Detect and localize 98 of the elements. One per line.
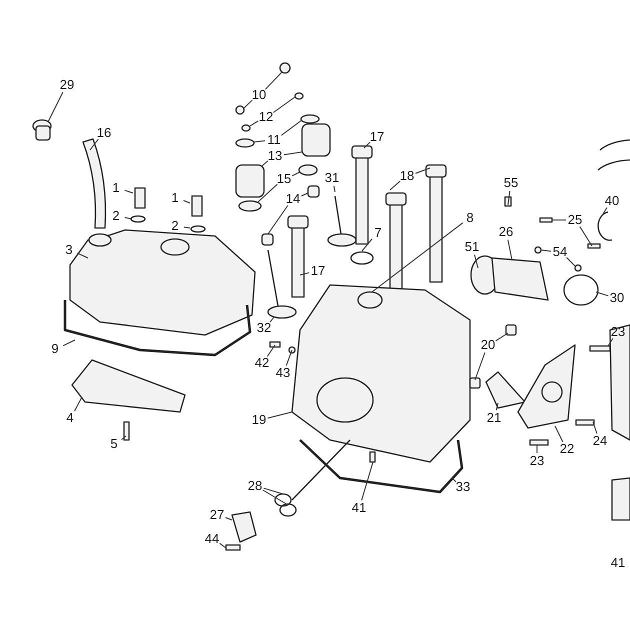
callout-number: 55 <box>504 176 518 190</box>
leader-line <box>250 120 259 126</box>
callout-number: 31 <box>324 171 340 185</box>
leader-line <box>90 138 99 150</box>
callout-number: 23 <box>530 454 544 468</box>
callout-number: 19 <box>252 413 266 427</box>
callout-number: 54 <box>552 245 568 259</box>
leader-line <box>300 272 310 276</box>
leader-line <box>608 338 614 346</box>
callout-number: 2 <box>112 209 120 223</box>
leader-line <box>121 436 126 440</box>
callout-number: 11 <box>267 133 281 147</box>
callout-number: 17 <box>310 264 326 278</box>
callout-number: 28 <box>248 479 262 493</box>
callout-number: 7 <box>374 226 382 240</box>
callout-number: 9 <box>51 342 59 356</box>
leader-line <box>507 239 512 260</box>
callout-number: 42 <box>254 356 270 370</box>
leader-line <box>264 72 282 90</box>
leader-line <box>452 478 456 482</box>
callout-number: 24 <box>592 434 608 448</box>
leader-line <box>579 226 592 246</box>
leader-line <box>262 490 288 506</box>
leader-line <box>124 190 134 194</box>
leader-line <box>270 316 274 323</box>
leader-line <box>474 254 478 268</box>
leader-line <box>554 426 564 442</box>
leader-line <box>495 332 508 342</box>
callout-number: 14 <box>286 192 300 206</box>
callout-number: 5 <box>110 437 118 451</box>
callout-number: 21 <box>486 411 502 425</box>
callout-number: 20 <box>480 338 496 352</box>
callout-number: 43 <box>276 366 290 380</box>
leader-line <box>183 200 190 204</box>
callout-number: 2 <box>171 219 179 233</box>
callout-number: 40 <box>604 194 620 208</box>
callout-number: 44 <box>204 532 220 546</box>
callout-number: 12 <box>258 110 274 124</box>
leader-line <box>496 402 498 411</box>
leader-line <box>283 152 302 156</box>
callout-number: 4 <box>66 411 74 425</box>
callout-number: 18 <box>400 169 414 183</box>
leader-line <box>292 172 300 176</box>
callout-number: 32 <box>256 321 272 335</box>
callout-number: 17 <box>370 130 384 144</box>
callout-number: 33 <box>456 480 470 494</box>
leader-line <box>362 238 372 252</box>
leader-line <box>62 340 76 346</box>
leader-line <box>390 180 401 190</box>
callout-number: 1 <box>171 191 179 205</box>
callout-number: 30 <box>610 291 624 305</box>
leader-line <box>474 352 486 380</box>
leader-line <box>280 120 302 136</box>
leader-line <box>300 192 308 196</box>
leader-line <box>272 96 296 113</box>
leader-line <box>592 422 598 434</box>
leader-line <box>74 396 82 412</box>
leader-line <box>267 412 292 419</box>
callout-number: 8 <box>466 211 474 225</box>
leader-line <box>566 257 576 266</box>
leader-line <box>263 488 284 494</box>
leader-line <box>225 517 232 520</box>
callout-number: 51 <box>464 240 480 254</box>
leader-line <box>244 100 253 108</box>
leader-line <box>286 350 292 366</box>
leader-line <box>333 185 336 192</box>
leader-line <box>372 222 464 292</box>
leader-line <box>361 462 374 501</box>
callout-number: 16 <box>96 126 112 140</box>
callout-number: 27 <box>210 508 224 522</box>
leader-line <box>76 252 88 258</box>
leader-line <box>266 344 276 357</box>
leader-line <box>254 140 266 142</box>
callout-number: 1 <box>112 181 120 195</box>
callout-number: 41 <box>610 556 626 570</box>
leader-line <box>540 250 552 252</box>
leader-line <box>219 542 226 548</box>
callout-number: 3 <box>65 243 73 257</box>
callout-number: 26 <box>498 225 514 239</box>
callout-number: 41 <box>352 501 366 515</box>
leader-line <box>258 184 278 202</box>
leader-line <box>415 168 430 174</box>
leader-line <box>508 190 510 206</box>
callout-number: 15 <box>276 172 292 186</box>
leader-line <box>364 142 371 148</box>
callout-number: 13 <box>268 149 282 163</box>
leader-line <box>602 207 608 214</box>
leader-line <box>268 205 288 234</box>
leader-line <box>48 92 64 122</box>
callout-number: 10 <box>252 88 266 102</box>
callout-number: 29 <box>60 78 74 92</box>
callout-number: 22 <box>560 442 574 456</box>
callout-number: 25 <box>568 213 582 227</box>
leader-line <box>183 226 190 228</box>
leader-line <box>124 217 132 220</box>
leader-line <box>536 444 538 454</box>
leader-line <box>596 292 609 296</box>
leader-line <box>262 160 268 166</box>
